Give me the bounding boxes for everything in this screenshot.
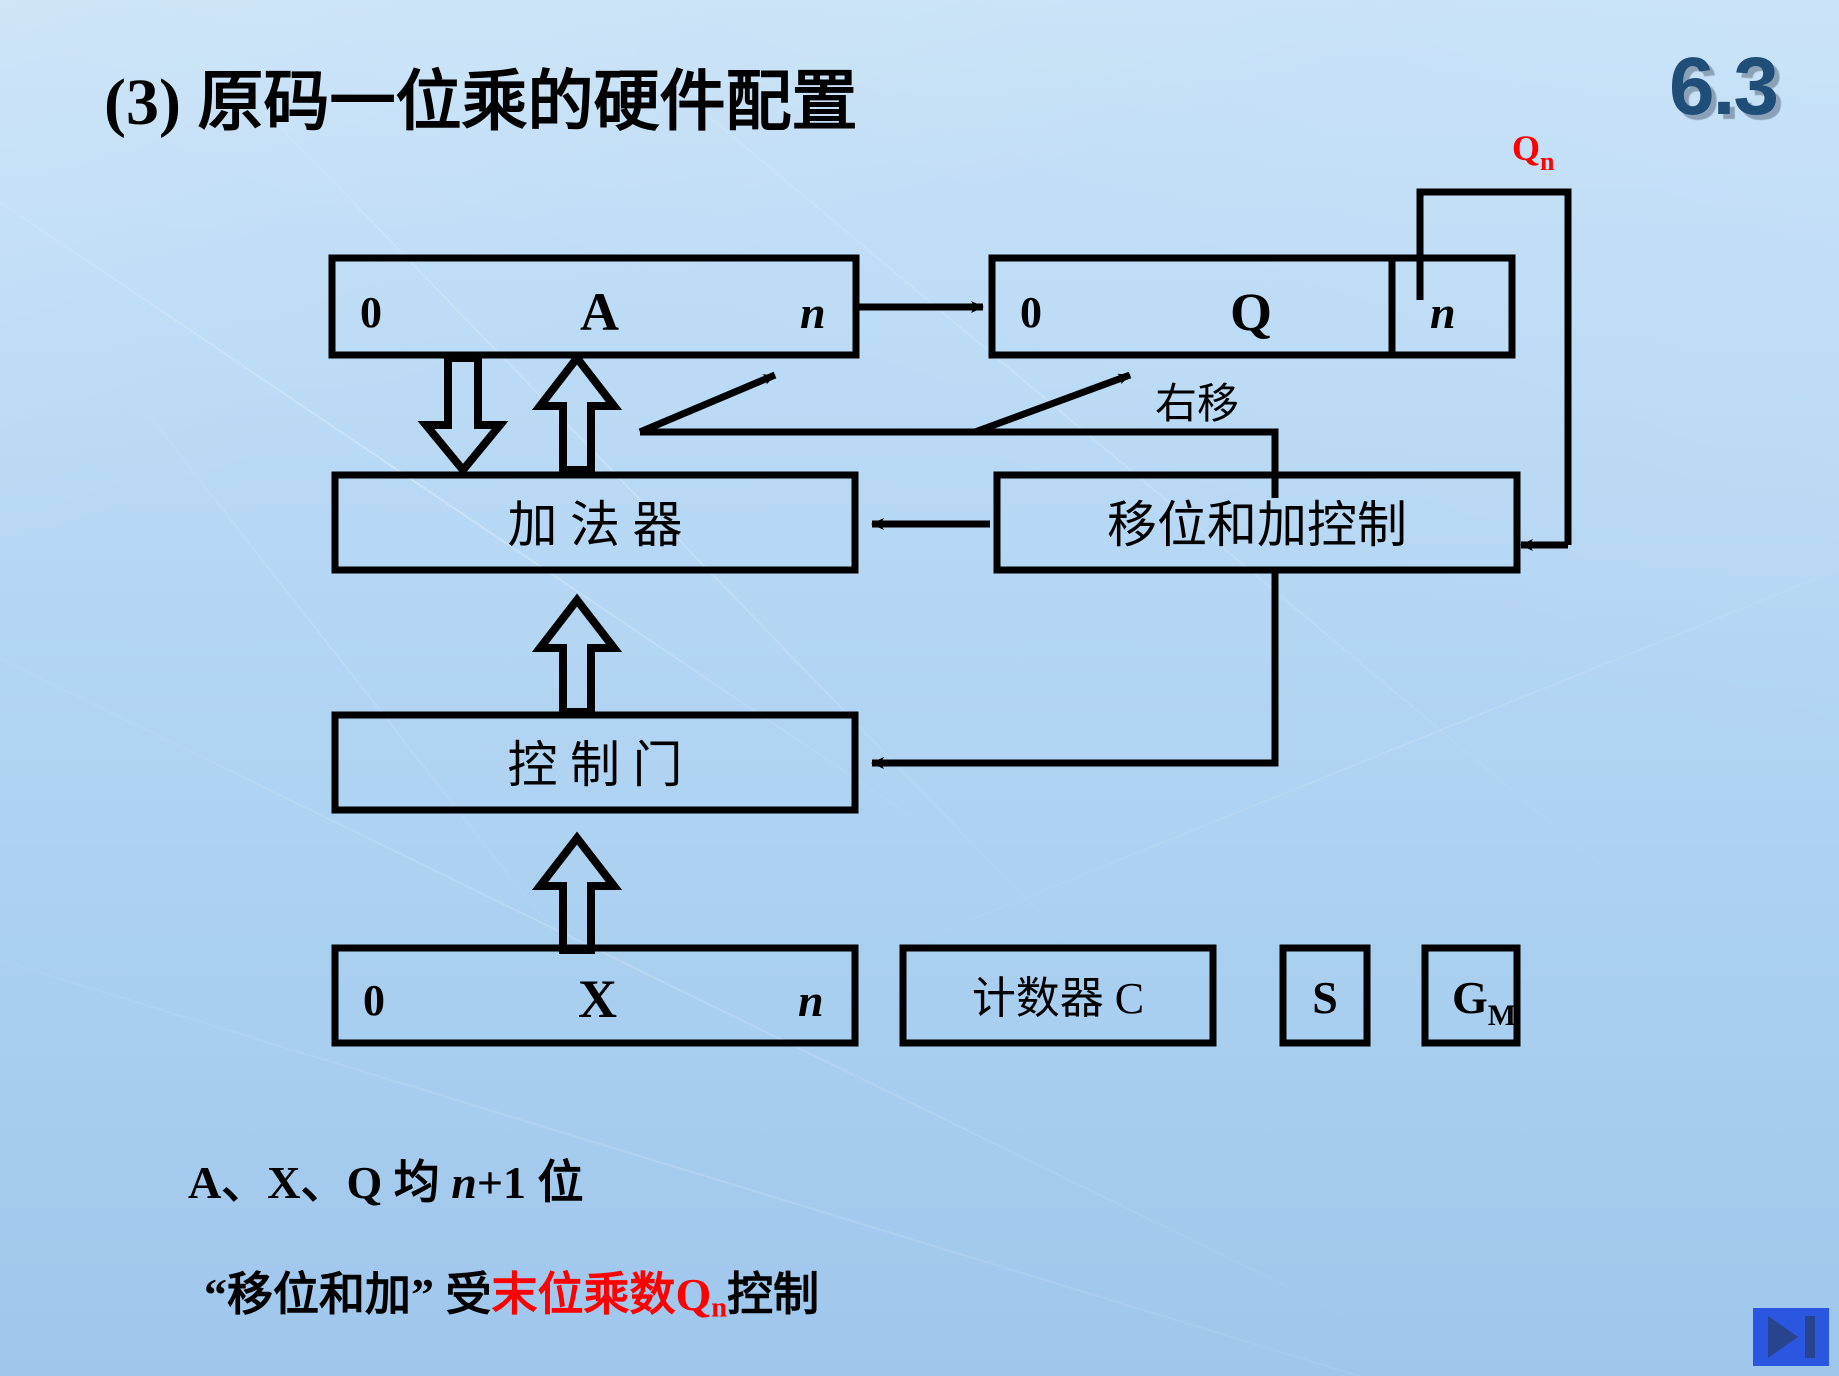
qn-feedback-path (1416, 188, 1572, 551)
block-control-gate[interactable]: 控 制 门 (331, 711, 859, 814)
register-a[interactable]: 0 A n (328, 254, 860, 359)
block-s-flag[interactable]: S (1279, 944, 1371, 1047)
register-q-right-bit: n (1430, 287, 1456, 338)
qn-label-subscript: n (1540, 147, 1555, 176)
right-shift-label: 右移 (1155, 382, 1239, 428)
adder-output-arrow-up (531, 351, 623, 474)
register-a-left-bit: 0 (360, 288, 382, 337)
note-line-1-n: n (451, 1157, 477, 1208)
block-gm-flag-subscript: M (1488, 999, 1516, 1032)
block-gm-flag[interactable]: GM (1421, 944, 1521, 1047)
section-number-badge: 6.3 (1669, 41, 1779, 132)
block-shift-add-control[interactable]: 移位和加控制 (993, 471, 1521, 574)
block-counter-label: 计数器 C (972, 974, 1144, 1023)
note-line-1-text-b: +1 位 (476, 1157, 584, 1208)
register-x[interactable]: 0 X n (331, 944, 859, 1047)
note-line-2-text-b: 控制 (727, 1269, 820, 1320)
svg-text:GM: GM (1452, 972, 1516, 1032)
note-line-1: A、X、Q 均 n+1 位 (188, 1146, 584, 1212)
block-shift-add-control-label: 移位和加控制 (1107, 497, 1407, 553)
control-to-gate-path (871, 572, 1279, 769)
register-q-name: Q (1230, 282, 1272, 342)
note-line-1-text-a: A、X、Q 均 (188, 1157, 452, 1208)
play-triangle-icon (1767, 1316, 1798, 1358)
block-control-gate-label: 控 制 门 (508, 737, 683, 793)
register-q-left-bit: 0 (1020, 288, 1042, 337)
register-q[interactable]: 0 Q n (988, 254, 1516, 359)
page-title: (3) 原码一位乘的硬件配置 (104, 66, 858, 139)
register-x-right-bit: n (798, 975, 824, 1026)
qn-label-base: Q (1512, 128, 1540, 168)
svg-text:Qn: Qn (1512, 128, 1555, 176)
note-line-2: “移位和加” 受末位乘数Qn控制 (204, 1258, 819, 1324)
note-line-2-text-a: “移位和加” 受 (204, 1269, 492, 1320)
qn-label: Qn (1512, 128, 1555, 176)
register-x-name: X (578, 969, 617, 1029)
block-adder[interactable]: 加 法 器 (331, 471, 859, 574)
note-line-2-red: 末位乘数Q (491, 1269, 712, 1320)
register-x-left-bit: 0 (363, 976, 385, 1025)
block-gm-flag-label: G (1452, 972, 1488, 1023)
note-line-2-red-subscript: n (711, 1292, 728, 1324)
adder-input-arrow-down (417, 354, 509, 477)
end-bar-icon (1804, 1316, 1815, 1358)
block-adder-label: 加 法 器 (508, 497, 683, 553)
block-counter[interactable]: 计数器 C (899, 944, 1217, 1047)
gate-to-adder-arrow-up (531, 593, 623, 716)
nav-next-button[interactable] (1753, 1308, 1829, 1366)
register-a-name: A (580, 282, 619, 342)
right-shift-bus: 右移 (638, 371, 1279, 498)
x-to-gate-arrow-up (531, 831, 623, 954)
register-a-right-bit: n (800, 287, 826, 338)
block-s-flag-label: S (1312, 972, 1338, 1023)
